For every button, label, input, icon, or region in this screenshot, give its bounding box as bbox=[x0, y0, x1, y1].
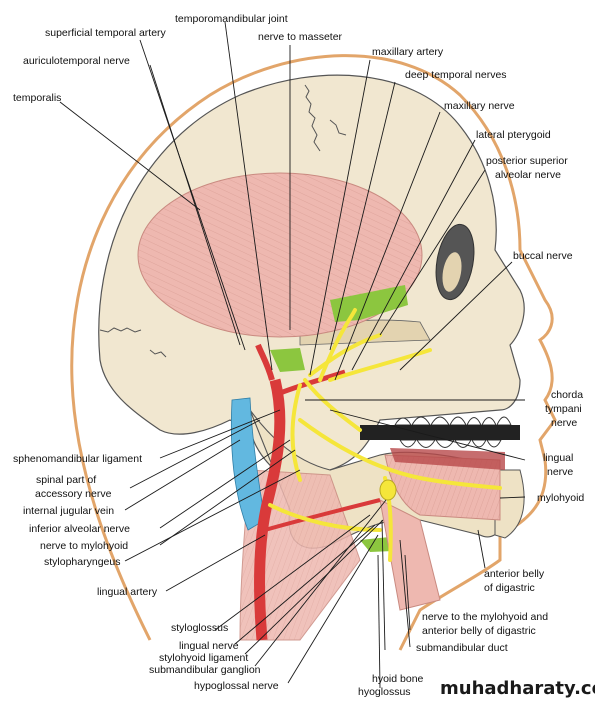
submandibular-ganglion bbox=[379, 479, 397, 501]
lingual-artery bbox=[264, 498, 381, 532]
upper-teeth bbox=[394, 416, 512, 426]
label-deep-temporal-nerves: deep temporal nerves bbox=[405, 69, 507, 81]
label-nerve-mylohyoid-anterior-1: nerve to the mylohyoid and bbox=[422, 611, 548, 623]
label-hyoglossus: hyoglossus bbox=[358, 686, 411, 698]
label-buccal-nerve: buccal nerve bbox=[513, 250, 573, 262]
label-temporalis: temporalis bbox=[13, 92, 61, 104]
chin bbox=[494, 469, 525, 539]
label-maxillary-nerve: maxillary nerve bbox=[444, 100, 515, 112]
label-sphenomandibular-ligament: sphenomandibular ligament bbox=[13, 453, 142, 465]
label-stylohyoid-ligament: stylohyoid ligament bbox=[159, 652, 248, 664]
green-area bbox=[270, 348, 305, 372]
leader-lines bbox=[59, 21, 526, 689]
label-lateral-pterygoid: lateral pterygoid bbox=[476, 129, 551, 141]
label-temporomandibular-joint: temporomandibular joint bbox=[175, 13, 288, 25]
label-posterior-superior-2: alveolar nerve bbox=[495, 169, 561, 181]
label-submandibular-ganglion: submandibular ganglion bbox=[149, 664, 261, 676]
label-maxillary-artery: maxillary artery bbox=[372, 46, 444, 58]
skull-suture bbox=[149, 349, 167, 358]
maxillary-artery bbox=[274, 369, 346, 398]
label-lingual-nerve-right-1: lingual bbox=[543, 452, 573, 464]
label-chorda-2: tympani bbox=[545, 403, 582, 415]
skull-suture bbox=[329, 119, 347, 136]
label-inferior-alveolar-nerve: inferior alveolar nerve bbox=[29, 523, 130, 535]
label-lingual-artery: lingual artery bbox=[97, 586, 158, 598]
lambdoid-suture bbox=[99, 327, 142, 333]
green-area bbox=[330, 285, 408, 322]
superficial-temporal-artery bbox=[255, 343, 275, 381]
label-superficial-temporal-artery: superficial temporal artery bbox=[45, 27, 167, 39]
tongue-red bbox=[390, 448, 505, 470]
hyoid-region bbox=[379, 499, 441, 611]
label-mylohyoid: mylohyoid bbox=[537, 492, 584, 504]
label-lingual-nerve-right-2: nerve bbox=[547, 466, 573, 478]
lower-teeth bbox=[399, 439, 502, 448]
mylohyoid-fibers bbox=[385, 455, 500, 520]
label-nerve-to-masseter: nerve to masseter bbox=[258, 31, 343, 43]
oral-cavity bbox=[360, 425, 520, 440]
watermark: muhadharaty.com bbox=[440, 678, 595, 699]
label-stylopharyngeus: stylopharyngeus bbox=[44, 556, 120, 568]
label-anterior-belly-2: of digastric bbox=[484, 582, 535, 594]
label-hyoid-bone: hyoid bone bbox=[372, 673, 424, 685]
label-internal-jugular-vein: internal jugular vein bbox=[23, 505, 114, 517]
label-spinal-accessory-1: spinal part of bbox=[36, 474, 96, 486]
label-spinal-accessory-2: accessory nerve bbox=[35, 488, 112, 500]
label-auriculotemporal-nerve: auriculotemporal nerve bbox=[23, 55, 130, 67]
label-chorda-1: chorda bbox=[551, 389, 583, 401]
coronal-suture bbox=[304, 84, 321, 152]
orbit-inner bbox=[442, 252, 462, 292]
label-hypoglossal-nerve: hypoglossal nerve bbox=[194, 680, 279, 692]
label-nerve-to-mylohyoid: nerve to mylohyoid bbox=[40, 540, 128, 552]
label-styloglossus: styloglossus bbox=[171, 622, 228, 634]
label-posterior-superior-1: posterior superior bbox=[486, 155, 568, 167]
label-chorda-3: nerve bbox=[551, 417, 577, 429]
label-submandibular-duct: submandibular duct bbox=[416, 642, 508, 654]
skin-outline bbox=[70, 54, 557, 651]
label-nerve-mylohyoid-anterior-2: anterior belly of digastric bbox=[422, 625, 536, 637]
label-lingual-nerve-bottom: lingual nerve bbox=[179, 640, 239, 652]
label-anterior-belly-1: anterior belly bbox=[484, 568, 545, 580]
carotid-artery bbox=[254, 378, 286, 641]
